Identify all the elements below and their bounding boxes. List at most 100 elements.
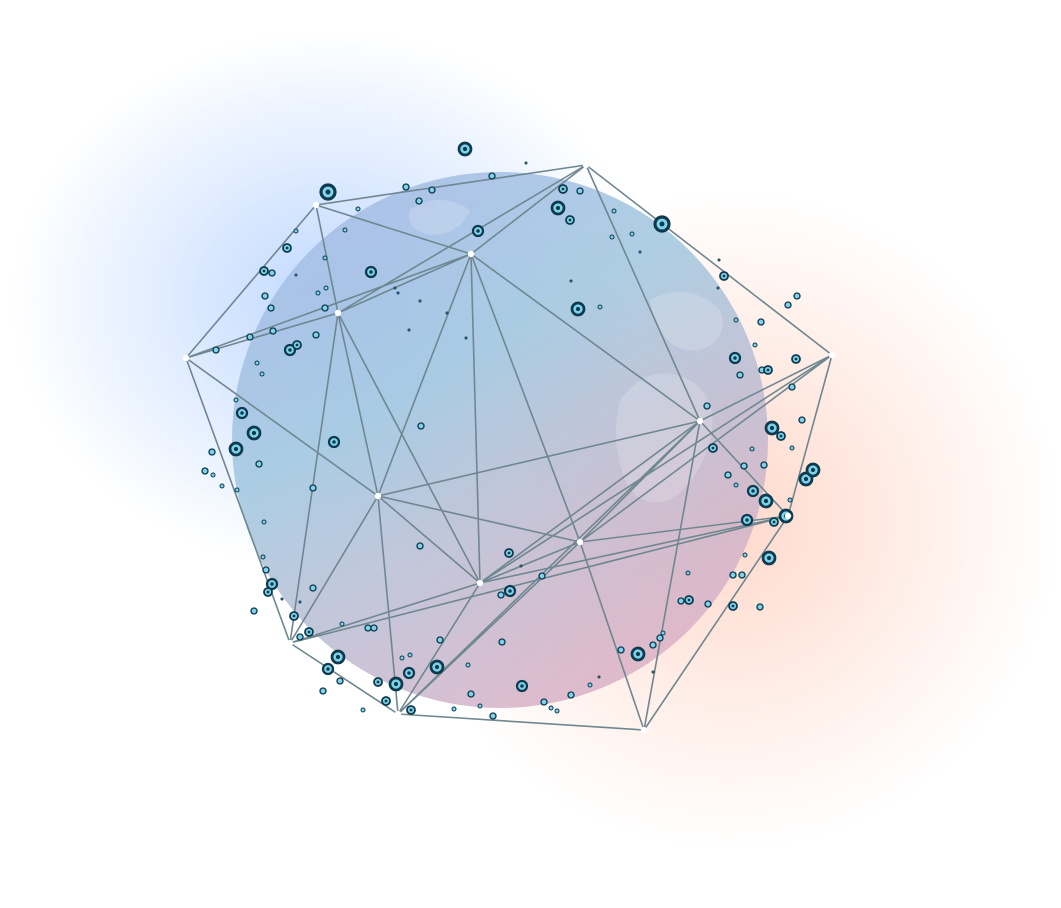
particle bbox=[489, 712, 497, 720]
particle bbox=[752, 342, 758, 348]
network-edge bbox=[585, 164, 701, 422]
particle bbox=[381, 696, 391, 706]
particle bbox=[234, 487, 240, 493]
particle bbox=[587, 682, 593, 688]
particle bbox=[740, 462, 748, 470]
particle bbox=[402, 666, 416, 680]
network-node bbox=[312, 201, 320, 209]
particle bbox=[457, 141, 473, 157]
particle bbox=[597, 304, 603, 310]
particle bbox=[259, 266, 269, 276]
network-edge bbox=[185, 253, 472, 359]
particle bbox=[776, 431, 786, 441]
globe bbox=[232, 172, 768, 708]
particle bbox=[393, 286, 397, 290]
particle bbox=[315, 290, 321, 296]
particle bbox=[406, 705, 416, 715]
network-edge bbox=[289, 582, 481, 644]
particle bbox=[488, 172, 496, 180]
particle bbox=[757, 318, 765, 326]
particle bbox=[504, 548, 514, 558]
particle bbox=[764, 420, 780, 436]
particle bbox=[464, 336, 468, 340]
particle bbox=[538, 572, 546, 580]
particle bbox=[429, 659, 445, 675]
particle bbox=[259, 371, 265, 377]
particle bbox=[498, 638, 506, 646]
particle bbox=[503, 584, 517, 598]
particle bbox=[407, 652, 413, 658]
particle bbox=[399, 655, 405, 661]
network-node bbox=[576, 538, 584, 546]
particle bbox=[569, 279, 573, 283]
particle bbox=[740, 513, 754, 527]
particle bbox=[255, 460, 263, 468]
network-node bbox=[828, 351, 836, 359]
particle bbox=[656, 634, 664, 642]
particle bbox=[267, 304, 275, 312]
particle bbox=[728, 601, 738, 611]
particle bbox=[567, 691, 575, 699]
particle bbox=[309, 484, 317, 492]
network-nodes bbox=[182, 161, 836, 734]
network-edge bbox=[397, 582, 481, 715]
network-edge bbox=[579, 515, 789, 543]
particle bbox=[570, 301, 586, 317]
particle bbox=[336, 677, 344, 685]
network-edge bbox=[337, 253, 472, 314]
particle bbox=[233, 397, 239, 403]
particle bbox=[760, 461, 768, 469]
particle bbox=[292, 340, 302, 350]
particle bbox=[704, 600, 712, 608]
particle bbox=[451, 706, 457, 712]
network-edge bbox=[185, 312, 339, 359]
particle bbox=[265, 577, 279, 591]
network-node bbox=[696, 417, 704, 425]
particle bbox=[321, 662, 335, 676]
network-edge bbox=[579, 541, 645, 731]
particle bbox=[330, 649, 346, 665]
particle bbox=[262, 566, 270, 574]
particle bbox=[294, 273, 298, 277]
particle bbox=[576, 187, 584, 195]
particle bbox=[263, 587, 273, 597]
particle bbox=[280, 597, 284, 601]
particle bbox=[467, 690, 475, 698]
network-edge bbox=[337, 312, 481, 584]
particle bbox=[415, 197, 423, 205]
particle bbox=[282, 243, 292, 253]
particle bbox=[554, 708, 560, 714]
network-edge bbox=[377, 420, 701, 497]
particle bbox=[323, 285, 329, 291]
particle bbox=[261, 292, 269, 300]
particle bbox=[638, 250, 642, 254]
network-edge bbox=[289, 495, 379, 644]
particle bbox=[268, 269, 276, 277]
particle bbox=[360, 707, 366, 713]
particle bbox=[793, 292, 801, 300]
particle bbox=[758, 493, 774, 509]
particle bbox=[289, 611, 299, 621]
particle bbox=[417, 422, 425, 430]
particle bbox=[261, 519, 267, 525]
particle bbox=[629, 231, 635, 237]
particle bbox=[548, 705, 554, 711]
particle bbox=[685, 570, 691, 576]
network-edge bbox=[643, 515, 789, 731]
particle bbox=[321, 304, 329, 312]
particle bbox=[260, 554, 266, 560]
particle bbox=[677, 597, 685, 605]
particle bbox=[749, 446, 755, 452]
network-node bbox=[286, 639, 294, 647]
network-edge bbox=[289, 312, 339, 644]
particle bbox=[322, 255, 328, 261]
particle bbox=[471, 224, 485, 238]
particle bbox=[746, 484, 760, 498]
particle bbox=[787, 497, 793, 503]
particle bbox=[660, 630, 666, 636]
particle bbox=[736, 371, 744, 379]
network-edge bbox=[643, 420, 701, 731]
particle bbox=[738, 571, 746, 579]
network-edge bbox=[479, 354, 833, 584]
particle bbox=[630, 646, 646, 662]
